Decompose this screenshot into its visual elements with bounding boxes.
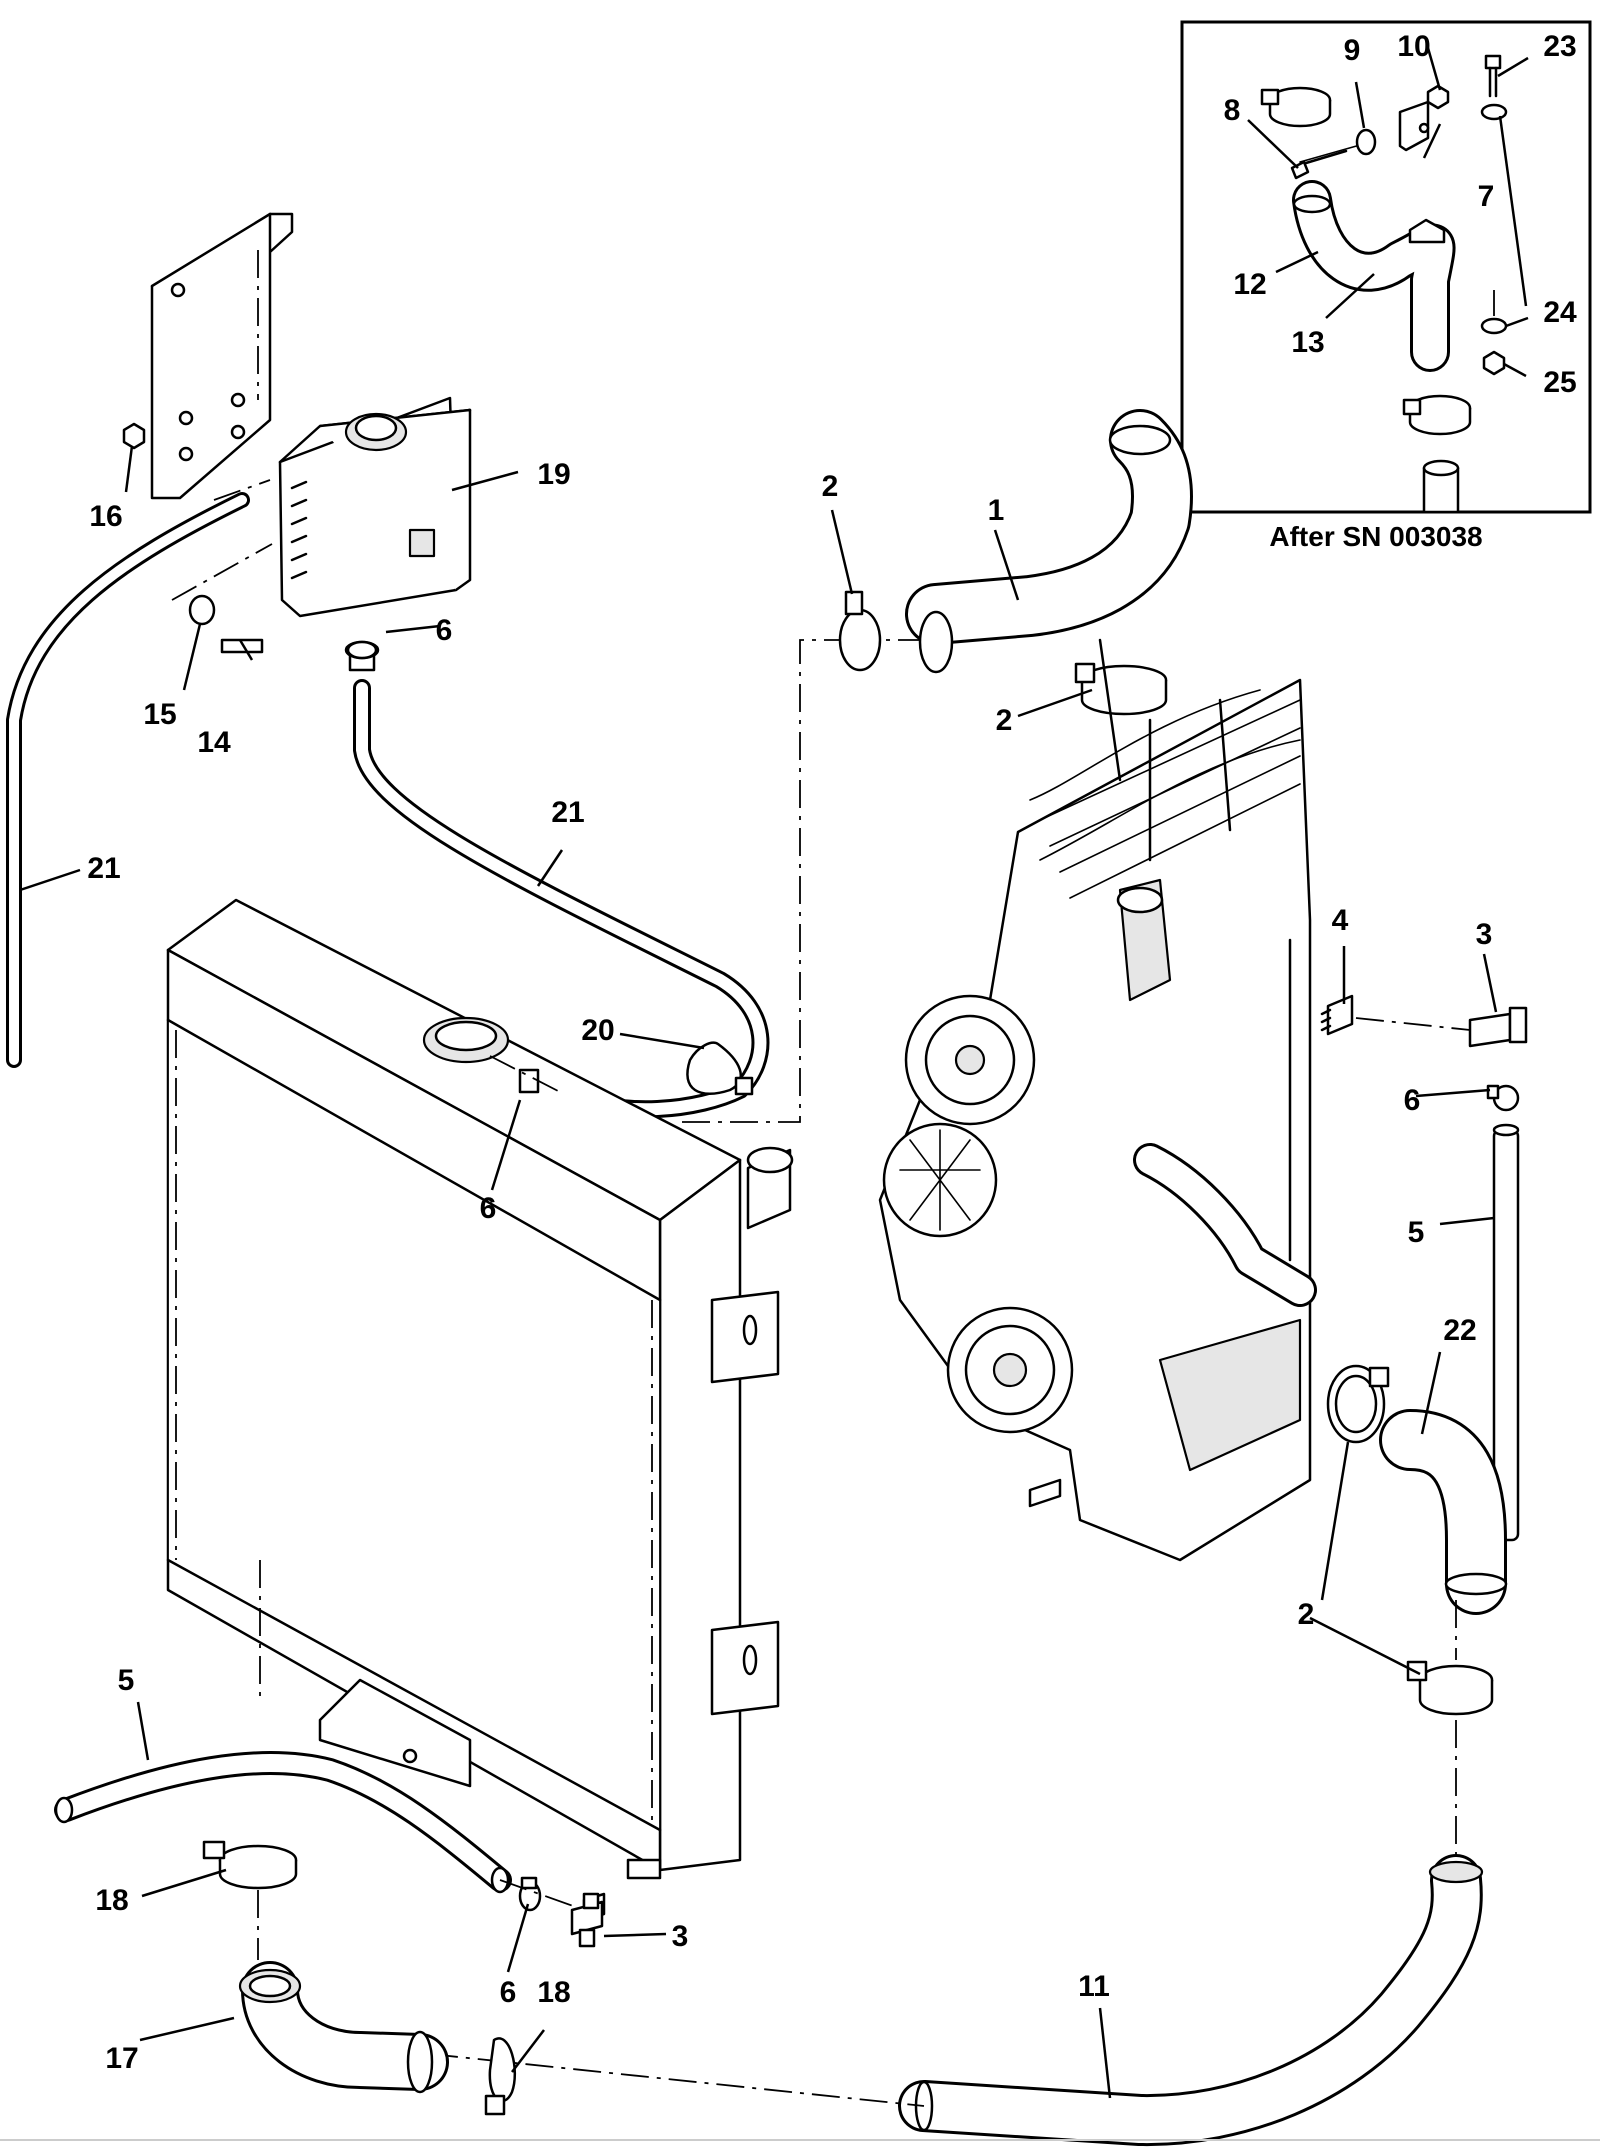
upper-radiator-hose-1 — [905, 409, 1193, 674]
callout-25: 25 — [1543, 366, 1576, 399]
callout-15: 15 — [143, 698, 176, 731]
clamp-18-lower — [484, 2037, 516, 2116]
clamp-6-radiator — [518, 1068, 540, 1094]
callout-6-bottle: 6 — [436, 614, 453, 647]
callout-24: 24 — [1543, 296, 1577, 329]
inset-panel: After SN 003038 — [1180, 20, 1592, 552]
callout-22: 22 — [1443, 1314, 1476, 1347]
washer-15 — [188, 594, 216, 626]
hose-5-right — [1492, 1123, 1520, 1542]
inset-upper-clamp — [1260, 86, 1332, 128]
callout-6-radiator: 6 — [480, 1192, 497, 1225]
callout-16: 16 — [89, 500, 122, 533]
nut-16 — [122, 422, 146, 450]
callout-17: 17 — [105, 2042, 138, 2075]
callout-23: 23 — [1543, 30, 1576, 63]
callout-20: 20 — [581, 1014, 614, 1047]
callout-3-right: 3 — [1476, 918, 1493, 951]
elbow-hose-17 — [238, 1961, 449, 2094]
hose-22 — [1379, 1409, 1508, 1615]
callout-18-lower: 18 — [537, 1976, 570, 2009]
clamp-6-right — [1486, 1084, 1520, 1112]
callout-11: 11 — [1078, 1970, 1110, 2003]
lower-hose-11 — [898, 1854, 1484, 2147]
clamp-2-lower-engine — [1326, 1364, 1390, 1444]
callout-21-middle: 21 — [551, 796, 584, 829]
callout-7: 7 — [1478, 180, 1495, 213]
clamp-18-upper — [202, 1840, 298, 1890]
clamp-2-upper-left — [838, 590, 882, 672]
callout-18-upper: 18 — [95, 1884, 128, 1917]
callout-labels: 1 2 2 2 2 3 3 4 5 5 6 6 6 6 7 8 9 10 11 … — [87, 30, 1577, 2075]
callout-5-right: 5 — [1408, 1216, 1425, 1249]
clamp-6-bottle — [346, 640, 378, 660]
clamp-2-upper-right — [1074, 662, 1168, 716]
callout-1: 1 — [988, 494, 1005, 527]
callout-10: 10 — [1397, 30, 1430, 63]
callout-6-right: 6 — [1404, 1084, 1421, 1117]
engine — [878, 638, 1317, 1562]
callout-4: 4 — [1332, 904, 1349, 937]
overflow-bottle — [213, 396, 472, 618]
radiator — [166, 898, 794, 1922]
leader-lines — [19, 47, 1529, 2099]
callout-3-left: 3 — [672, 1920, 689, 1953]
callout-2-upper-right: 2 — [996, 704, 1013, 737]
callout-9: 9 — [1344, 34, 1361, 67]
clamp-20 — [686, 1041, 742, 1095]
drain-cock-3-left — [570, 1892, 604, 1948]
callout-6-left: 6 — [500, 1976, 517, 2009]
drain-cock-3-right — [1468, 1006, 1528, 1048]
callout-8: 8 — [1224, 94, 1241, 127]
callout-2-lower-right: 2 — [1298, 1598, 1315, 1631]
callout-12: 12 — [1233, 268, 1266, 301]
inset-caption: After SN 003038 — [1269, 521, 1482, 552]
plug-4 — [1320, 994, 1354, 1036]
callout-5-left: 5 — [118, 1664, 135, 1697]
callout-14: 14 — [197, 726, 231, 759]
screw-14 — [220, 638, 264, 654]
callout-19: 19 — [537, 458, 570, 491]
callout-13: 13 — [1291, 326, 1324, 359]
clamp-2-lower-right — [1406, 1660, 1494, 1716]
callout-21-left: 21 — [87, 852, 120, 885]
callout-2-upper-left: 2 — [822, 470, 839, 503]
overflow-bottle-bracket — [150, 212, 294, 500]
